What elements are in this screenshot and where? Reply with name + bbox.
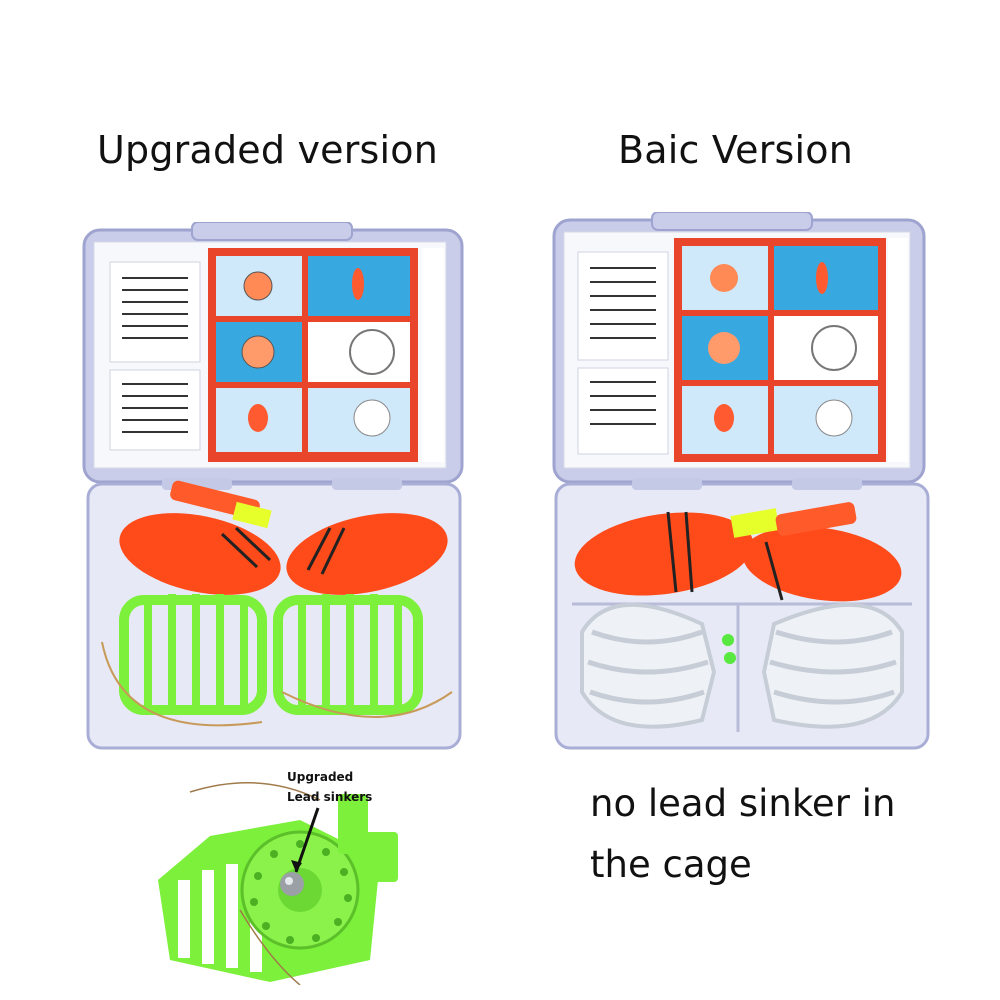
basic-kit-box-image (552, 212, 930, 750)
instruction-sheet (563, 231, 911, 469)
clear-cage-pair (580, 602, 904, 729)
lead-sinker (280, 872, 304, 896)
orange-float-pair (119, 480, 448, 595)
basic-version-title: Baic Version (618, 128, 854, 172)
upgraded-version-title: Upgraded version (97, 128, 439, 172)
instruction-sheet (93, 241, 447, 469)
green-cage-closeup-image (158, 781, 398, 985)
green-cage-pair (101, 594, 453, 727)
orange-float-pair (574, 502, 902, 602)
note-line-1: no lead sinker in (590, 782, 896, 825)
upgraded-kit-box-image (82, 222, 464, 750)
callout-line-2: Lead sinkers (287, 790, 373, 804)
note-line-2: the cage (590, 843, 752, 886)
callout-line-1: Upgraded (287, 770, 354, 784)
